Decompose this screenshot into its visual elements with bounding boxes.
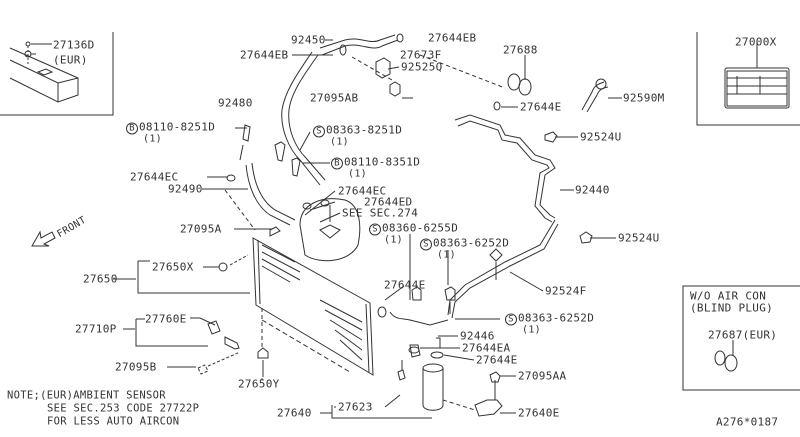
part-label-27710p: 27710P	[75, 322, 117, 336]
part-label-27644eb: 27644EB	[428, 31, 477, 45]
pipe-92590m-drawing	[581, 81, 609, 113]
part-label-27640e: 27640E	[518, 406, 560, 420]
part-label-92440: 92440	[575, 183, 610, 197]
compressor-drawing	[299, 198, 361, 262]
fastener-part-number: 08363-6252D	[433, 236, 510, 250]
part-label-92524u: 92524U	[618, 231, 660, 245]
part-label-27640: 27640	[277, 406, 312, 420]
part-label-27136d: 27136D	[53, 38, 95, 52]
part-label-27623: 27623	[338, 400, 373, 414]
fastener-qty: (1)	[143, 133, 162, 145]
part-label-27644ec: 27644EC	[338, 184, 387, 198]
blind-plug-title: W/O AIR CON	[690, 289, 767, 303]
pipe-92440-drawing	[454, 114, 556, 223]
part-label-27644ed: 27644ED	[364, 195, 413, 209]
condenser-drawing	[252, 226, 374, 376]
note-line-2: SEE SEC.253 CODE 27722P	[47, 402, 200, 415]
fastener-qty: (1)	[348, 168, 367, 180]
hose-92480-drawing	[281, 33, 506, 186]
part-label-27650y: 27650Y	[238, 377, 280, 391]
fastener-qty: (1)	[522, 324, 541, 336]
fastener-qty: (1)	[437, 249, 456, 261]
leader-lines	[34, 39, 622, 419]
screw-symbol-icon: S	[369, 223, 381, 236]
part-label-27644ec: 27644EC	[130, 170, 179, 184]
screw-symbol-icon: S	[313, 125, 325, 138]
fastener-part-number: 08360-6255D	[382, 221, 459, 235]
part-label-27650x: 27650X	[152, 260, 194, 274]
part-label-27000x: 27000X	[735, 35, 777, 49]
bolt-symbol-icon: B	[126, 122, 138, 135]
part-label-92480: 92480	[218, 96, 253, 110]
fastener-qty: (1)	[330, 136, 349, 148]
part-label-27687: 27687(EUR)	[708, 328, 778, 342]
screw-symbol-icon: S	[420, 238, 432, 251]
part-label-27095a: 27095A	[180, 222, 222, 236]
fastener-qty: (1)	[384, 234, 403, 246]
inset-label-border	[696, 32, 800, 126]
receiver-drier-drawing	[397, 337, 503, 417]
fastener-part-number: 08110-8351D	[344, 155, 421, 169]
part-label-27095b: 27095B	[115, 360, 157, 374]
part-label-27650: 27650	[83, 272, 118, 286]
fastener-part-number: 08363-6252D	[518, 311, 595, 325]
part-label-27760e: 27760E	[145, 312, 187, 326]
ac-label-drawing	[724, 42, 790, 109]
blind-plug-subtitle: (BLIND PLUG)	[690, 301, 774, 315]
part-label-92525q: 92525Q	[401, 60, 443, 74]
part-label-27095ab: 27095AB	[310, 91, 359, 105]
part-label-27644e: 27644E	[384, 278, 426, 292]
front-arrow-icon	[31, 230, 56, 247]
part-label-92590m: 92590M	[623, 91, 665, 105]
hose-92490-drawing	[245, 162, 296, 226]
note-line-3: FOR LESS AUTO AIRCON	[47, 415, 180, 428]
part-label-27644ea: 27644EA	[462, 341, 511, 355]
see-sec-274-label: SEE SEC.274	[342, 206, 419, 220]
screw-symbol-icon: S	[505, 313, 517, 326]
bolt-symbol-icon: B	[331, 157, 343, 170]
part-label-27095aa: 27095AA	[518, 369, 567, 383]
inset-blind-plug-border	[682, 285, 800, 391]
pipe-92446-drawing	[389, 311, 449, 326]
part-label-92450: 92450	[291, 33, 326, 47]
inset-eur-border	[0, 32, 114, 116]
part-qualifier-eur: (EUR)	[53, 53, 88, 67]
part-label-27673f: 27673F	[400, 48, 442, 62]
diagram-code: A276*0187	[716, 415, 779, 429]
bracket-27650x-drawing	[218, 262, 228, 272]
part-label-92524f: 92524F	[545, 284, 587, 298]
mount-27650y-drawing	[257, 347, 269, 359]
part-label-92490: 92490	[168, 182, 203, 196]
part-label-27688: 27688	[503, 43, 538, 57]
fastener-part-number: 08363-8251D	[326, 123, 403, 137]
part-label-92524u: 92524U	[580, 130, 622, 144]
fastener-part-number: 08110-8251D	[139, 120, 216, 134]
part-label-27644e: 27644E	[520, 100, 562, 114]
part-label-27644eb: 27644EB	[240, 48, 289, 62]
part-label-27644e: 27644E	[476, 353, 518, 367]
part-label-92446: 92446	[460, 329, 495, 343]
note-line-1: NOTE;(EUR)AMBIENT SENSOR	[7, 389, 166, 402]
